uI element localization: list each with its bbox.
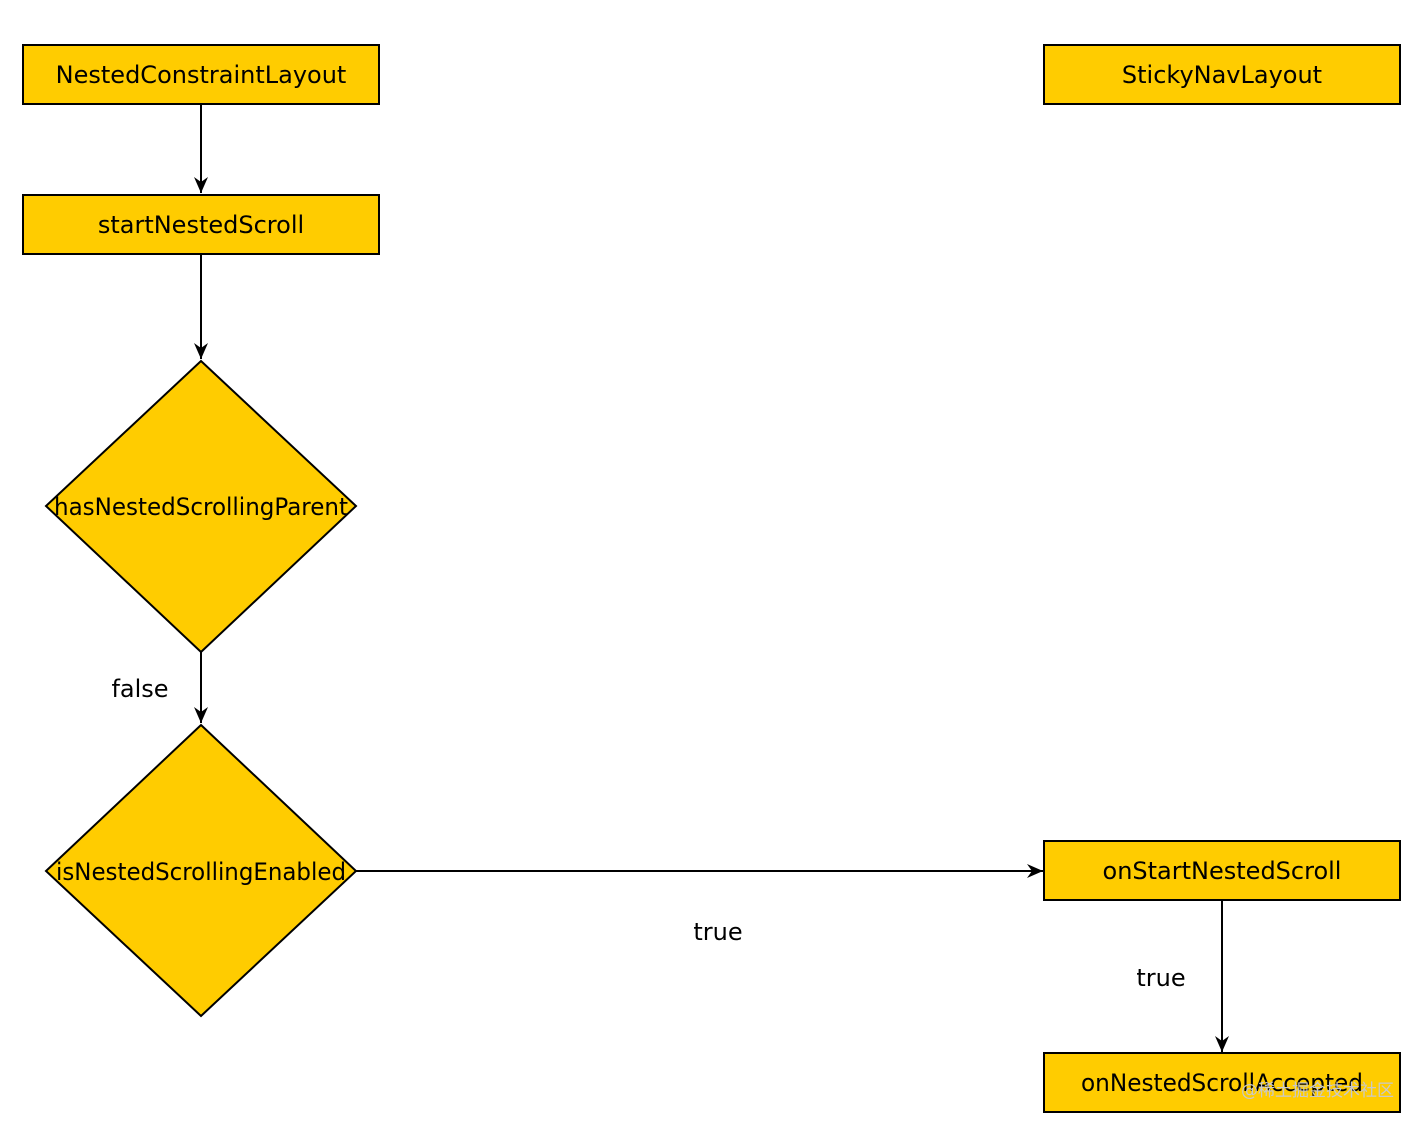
node-box bbox=[1043, 840, 1401, 901]
edges bbox=[194, 104, 1229, 1052]
decision-is-nested-scrolling-enabled: isNestedScrollingEnabled bbox=[44, 723, 358, 1018]
node-label: hasNestedScrollingParent bbox=[54, 493, 348, 521]
node-label: onStartNestedScroll bbox=[1103, 857, 1342, 885]
node-box bbox=[1043, 1052, 1401, 1113]
node-on-nested-scroll-accepted: onNestedScrollAccepted bbox=[1043, 1052, 1401, 1113]
node-label: onNestedScrollAccepted bbox=[1081, 1069, 1363, 1097]
node-label: NestedConstraintLayout bbox=[56, 61, 347, 89]
node-label: StickyNavLayout bbox=[1122, 61, 1322, 89]
node-label: startNestedScroll bbox=[98, 211, 304, 239]
node-box bbox=[1043, 44, 1401, 105]
node-start-nested-scroll: startNestedScroll bbox=[22, 194, 380, 255]
decision-diamond bbox=[44, 723, 358, 1018]
node-sticky-nav-layout: StickyNavLayout bbox=[1043, 44, 1401, 105]
node-label: isNestedScrollingEnabled bbox=[56, 858, 346, 886]
node-nested-constraint-layout: NestedConstraintLayout bbox=[22, 44, 380, 105]
node-box bbox=[22, 44, 380, 105]
edge-label-true-horizontal: true bbox=[693, 918, 742, 946]
decision-has-nested-scrolling-parent: hasNestedScrollingParent bbox=[44, 359, 358, 654]
decision-diamond bbox=[44, 359, 358, 654]
edge-label-true-vertical: true bbox=[1136, 964, 1185, 992]
edge-label-false: false bbox=[111, 675, 168, 703]
node-box bbox=[22, 194, 380, 255]
node-on-start-nested-scroll: onStartNestedScroll bbox=[1043, 840, 1401, 901]
watermark-text: @稀土掘金技术社区 bbox=[1241, 1081, 1394, 1101]
